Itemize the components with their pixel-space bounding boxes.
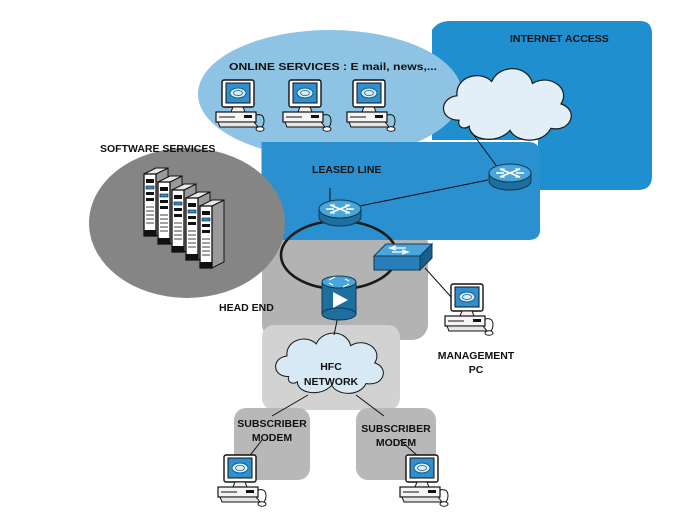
internet-router: [488, 163, 532, 191]
subscriber-modem-right-label-line2: MODEM: [376, 437, 417, 449]
management-pc: [444, 283, 494, 336]
server-5: [199, 199, 225, 269]
internet-access-label: INTERNET ACCESS: [510, 33, 609, 45]
management-pc-label-line2: PC: [469, 364, 484, 376]
subscriber-pc-right: [399, 454, 449, 507]
management-pc-label-line1: MANAGEMENT: [438, 350, 515, 362]
leased-line-region: [262, 142, 540, 240]
online-services-label: ONLINE SERVICES : E mail, news,...: [229, 61, 437, 73]
software-services-label: SOFTWARE SERVICES: [100, 143, 215, 155]
hfc-network-label-line1: HFC: [320, 361, 342, 373]
subscriber-modem-left-label-line2: MODEM: [252, 432, 293, 444]
head-end-label: HEAD END: [219, 302, 274, 314]
hfc-network-label-line2: NETWORK: [304, 376, 359, 388]
subscriber-modem-right-label-line1: SUBSCRIBER: [361, 423, 431, 435]
leased-line-router: [318, 199, 362, 227]
switch-icon: [372, 242, 434, 272]
head-end-router-icon: [321, 275, 357, 321]
online-services-region: [198, 30, 462, 158]
subscriber-modem-left-label-line1: SUBSCRIBER: [237, 418, 307, 430]
leased-line-label: LEASED LINE: [312, 164, 381, 176]
